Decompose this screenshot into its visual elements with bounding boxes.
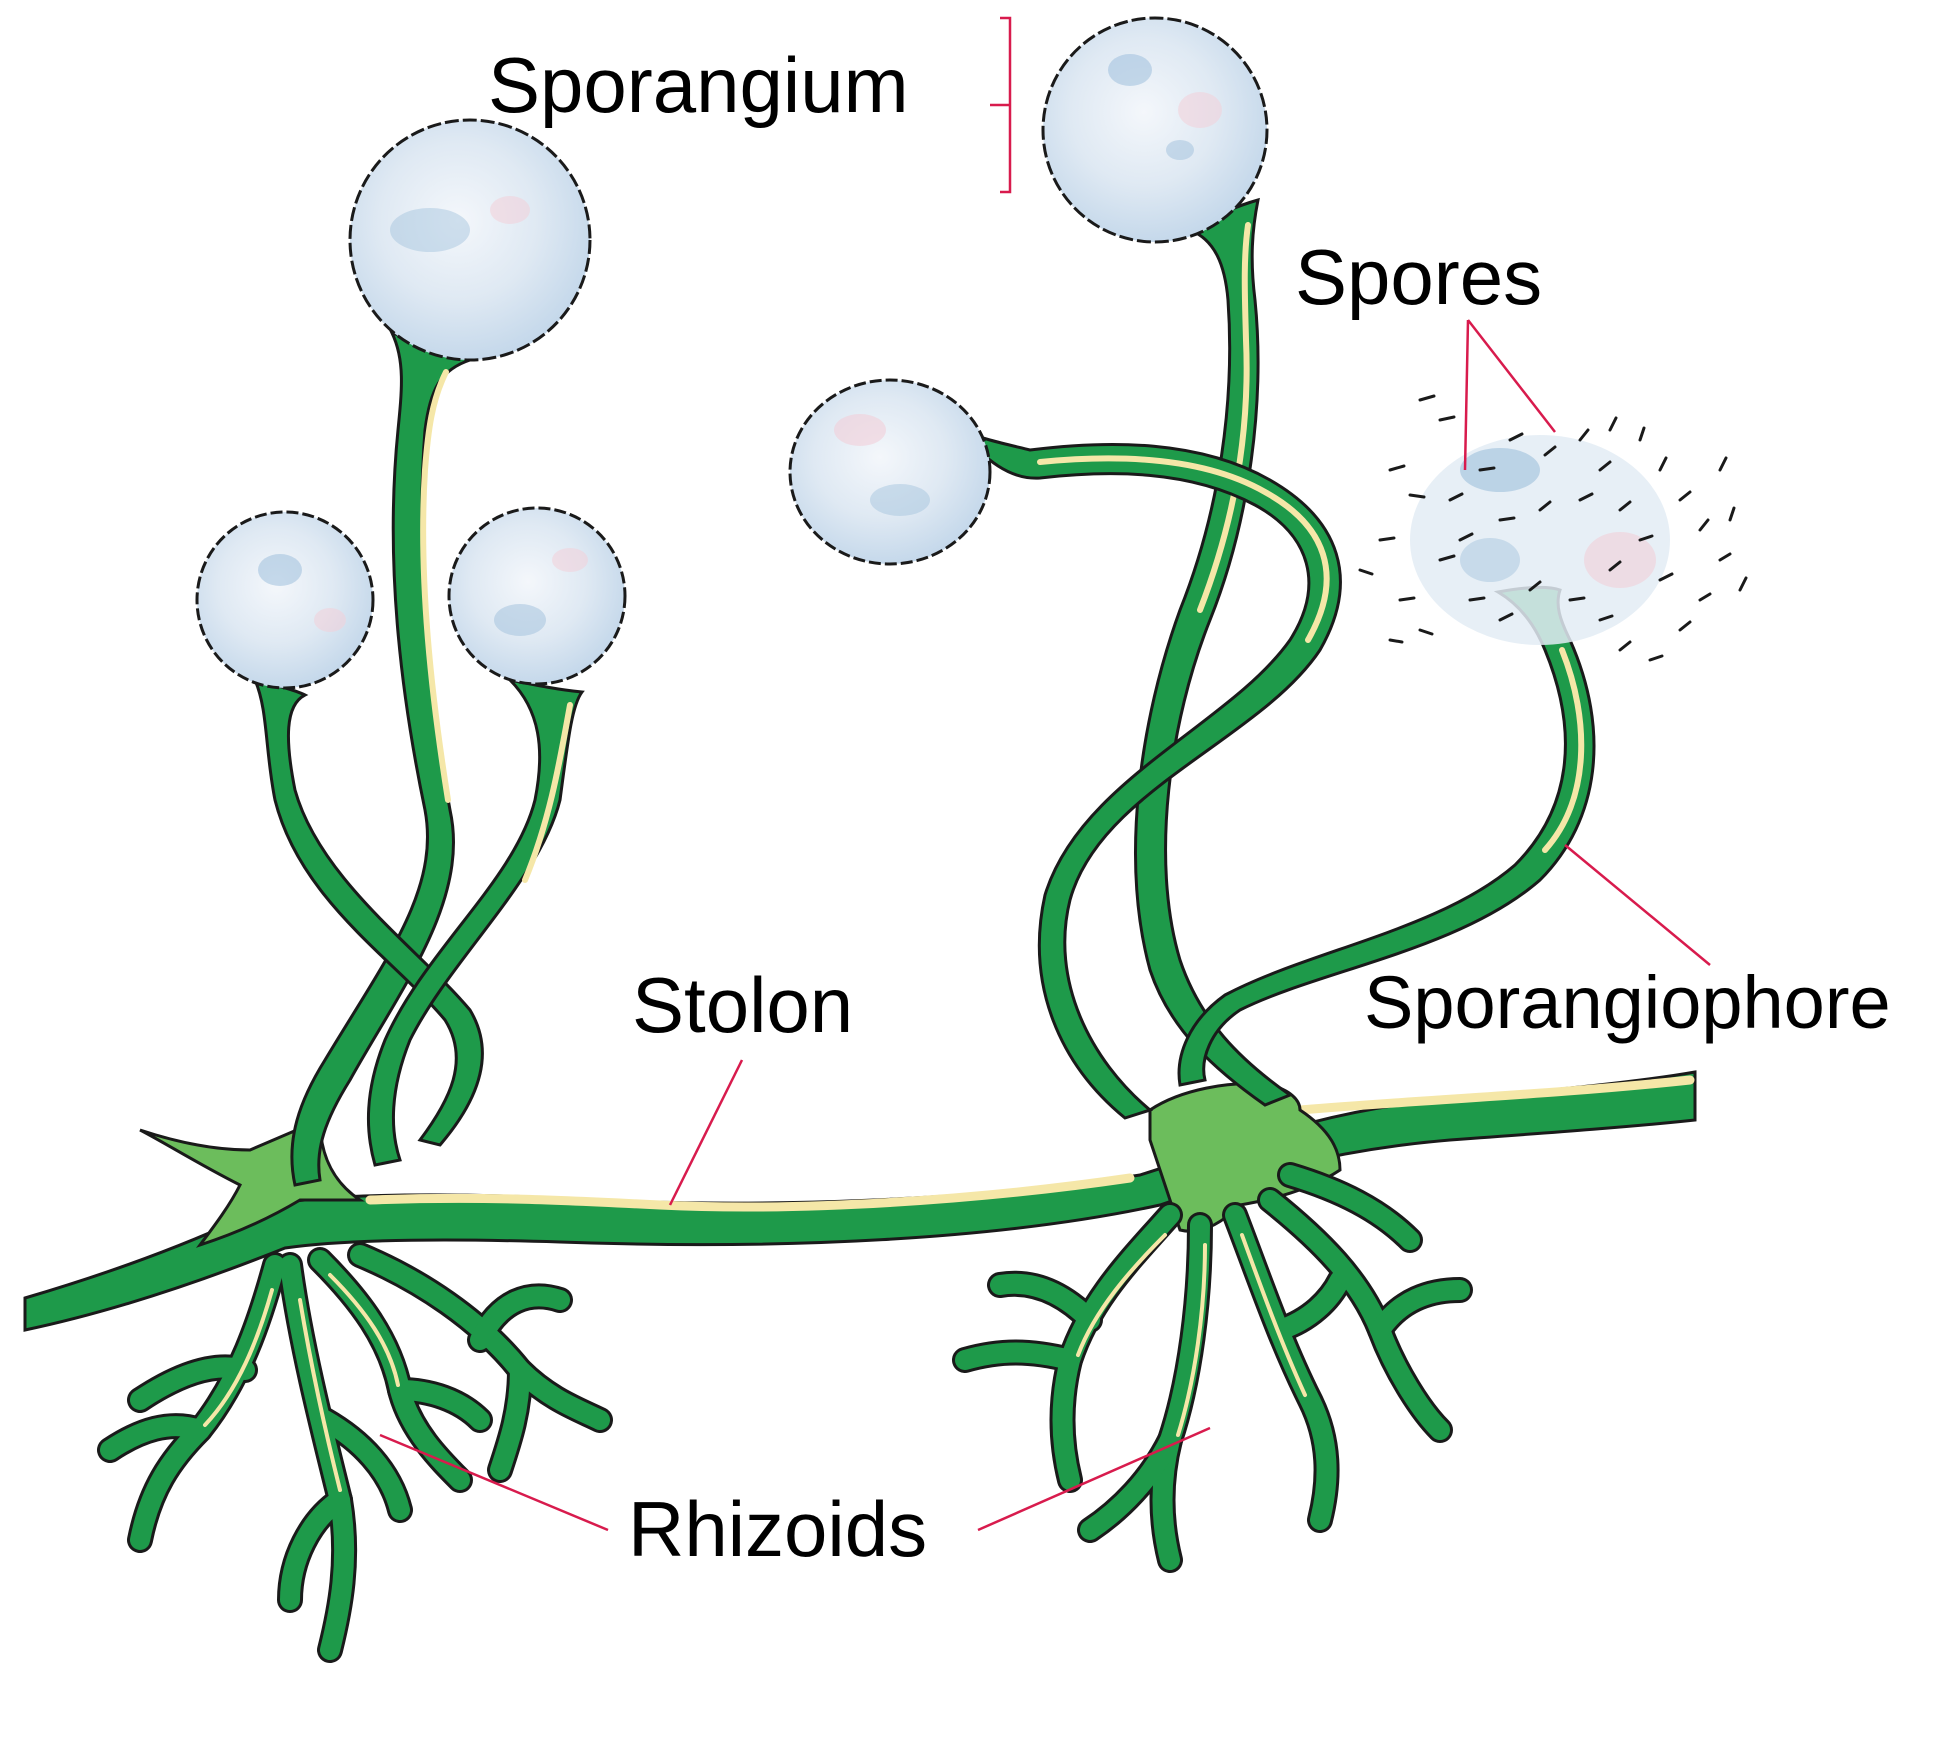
rhizoids-leader-right	[977, 1426, 1211, 1532]
sporangiophore-leader	[1564, 844, 1711, 966]
label-sporangium: Sporangium	[488, 41, 909, 129]
leader-lines	[379, 16, 1711, 1532]
rhizoids-leader-left	[379, 1433, 609, 1532]
sporangia	[195, 16, 1670, 690]
label-stolon: Stolon	[632, 961, 854, 1049]
label-spores: Spores	[1295, 233, 1543, 321]
sporangium-center	[788, 378, 992, 566]
label-rhizoids: Rhizoids	[628, 1485, 928, 1573]
sporangium-bursting	[1410, 435, 1670, 645]
sporangium-top-right	[1041, 16, 1269, 244]
right-rhizoids	[952, 1162, 1473, 1573]
stolon-leader	[668, 1059, 744, 1206]
sporangium-left-small	[195, 510, 375, 690]
left-rhizoids	[97, 1242, 613, 1663]
label-sporangiophore: Sporangiophore	[1364, 961, 1891, 1044]
released-spores	[1358, 394, 1748, 662]
sporangium-top-left	[348, 118, 592, 362]
spores-leader	[1463, 319, 1556, 471]
left-sporangiophores	[252, 330, 585, 1187]
sporangium-bracket	[990, 16, 1012, 194]
sporangium-middle-small	[447, 506, 627, 686]
